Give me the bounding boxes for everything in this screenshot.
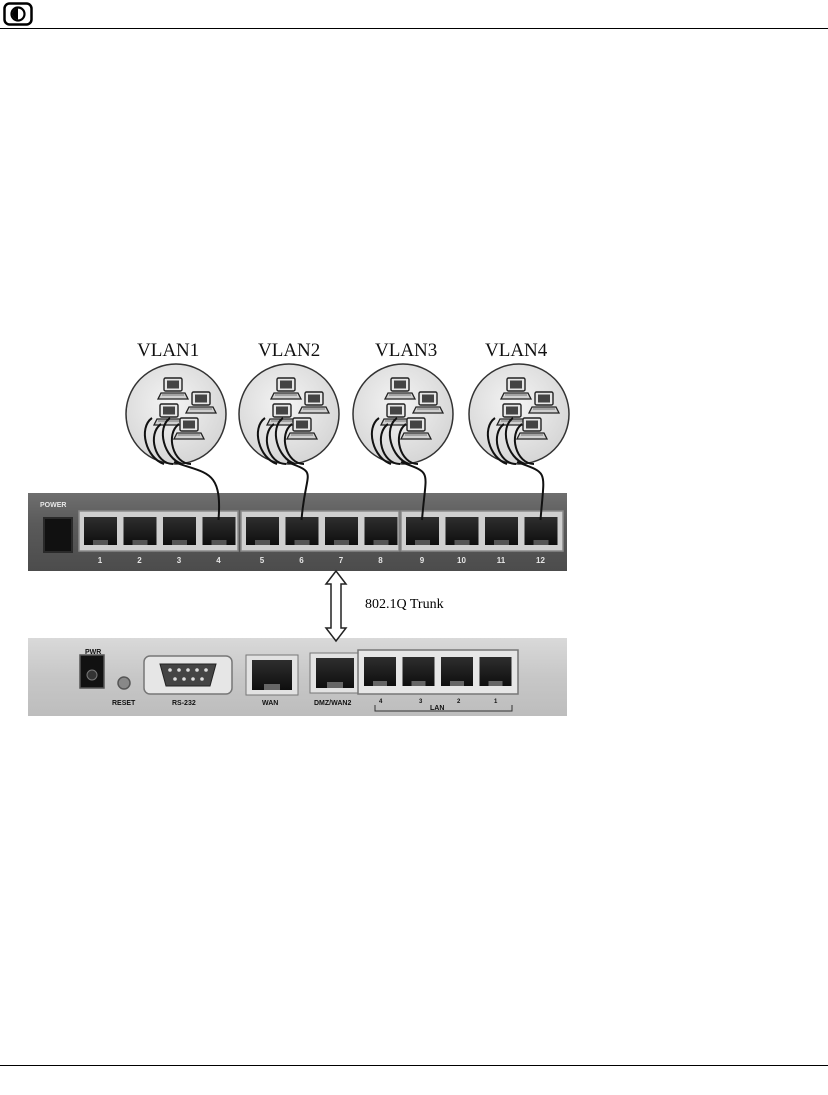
router-lan-port [403, 657, 435, 686]
switch-port-8 [365, 517, 398, 545]
switch-port-2 [124, 517, 157, 545]
vlan-bubble-3 [353, 364, 453, 464]
switch-port-5 [246, 517, 279, 545]
router-lan-port [364, 657, 396, 686]
double-arrow-icon [326, 571, 346, 641]
switch-port-7 [325, 517, 358, 545]
switch-port-1 [84, 517, 117, 545]
router-lan-port [480, 657, 512, 686]
switch-port-6 [286, 517, 319, 545]
footer-rule [0, 1065, 828, 1066]
switch-port-11 [485, 517, 518, 545]
switch-port-12 [525, 517, 558, 545]
vlan-bubble-4 [469, 364, 569, 464]
switch-port-10 [446, 517, 479, 545]
switch-port-3 [163, 517, 196, 545]
switch-port-9 [406, 517, 439, 545]
switch-port-4 [203, 517, 236, 545]
vlan-bubble-2 [239, 364, 339, 464]
router-lan-port [441, 657, 473, 686]
vlan-bubble-1 [126, 364, 226, 464]
